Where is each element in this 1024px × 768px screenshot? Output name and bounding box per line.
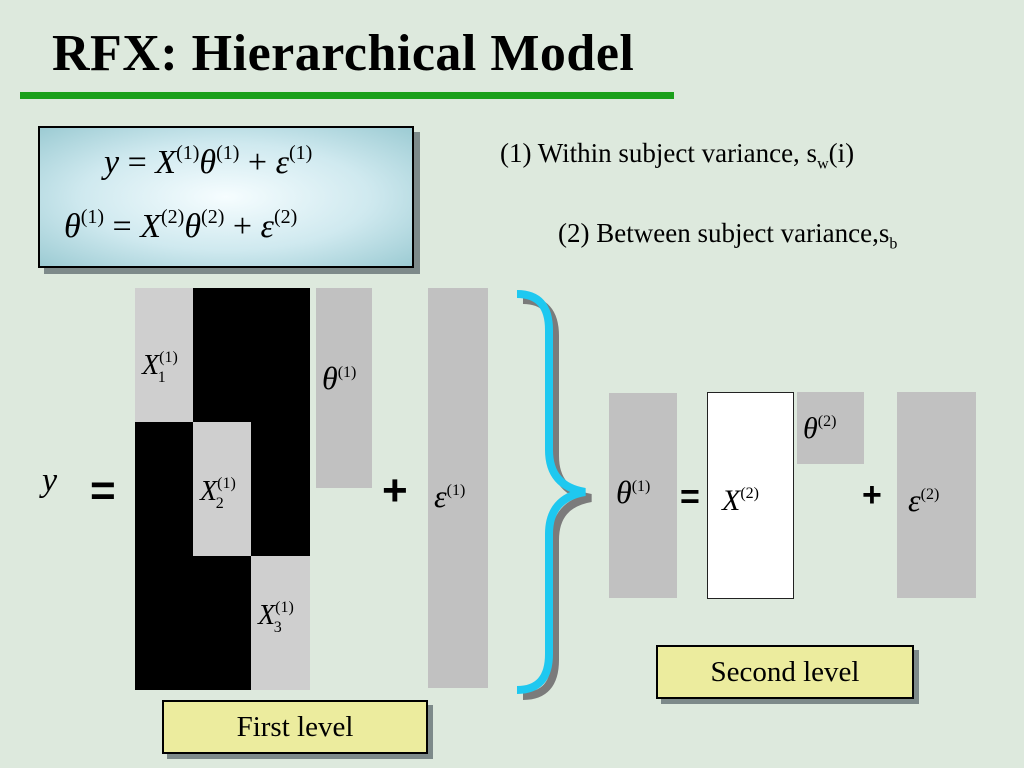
title-underline — [20, 92, 674, 99]
theta1-vector-second — [609, 393, 677, 598]
first-level-label: First level — [162, 700, 428, 754]
x2-label: X(2) — [722, 484, 759, 517]
curly-brace — [516, 290, 592, 700]
brace-path — [516, 290, 586, 694]
x1-subject3-label: X(1)3 — [258, 599, 294, 636]
epsilon2-vector — [897, 392, 976, 598]
between-subject-note: (2) Between subject variance,sb — [558, 218, 898, 253]
design-matrix-x2 — [707, 392, 794, 599]
plus-sign-second: + — [862, 476, 882, 514]
equation-first-level: y = X(1)θ(1) + ε(1) — [104, 142, 313, 181]
epsilon1-label: ε(1) — [434, 478, 466, 514]
second-level-label: Second level — [656, 645, 914, 699]
equals-sign-second: = — [680, 478, 700, 516]
theta2-vector — [797, 392, 864, 464]
slide-title: RFX: Hierarchical Model — [52, 25, 635, 82]
equation-second-level: θ(1) = X(2)θ(2) + ε(2) — [64, 206, 298, 245]
x1-subject2-label: X(1)2 — [200, 475, 236, 512]
equals-sign-first: = — [90, 466, 116, 515]
block-x1-2 — [193, 422, 251, 556]
block-x1-3 — [251, 556, 310, 690]
x1-subject1-label: X(1)1 — [142, 349, 178, 386]
y-label: y — [42, 462, 58, 499]
theta1-vector — [316, 288, 372, 488]
theta2-label: θ(2) — [803, 412, 837, 445]
theta1-second-label: θ(1) — [616, 474, 651, 510]
block-x1-1 — [135, 288, 193, 422]
theta1-label: θ(1) — [322, 360, 357, 396]
within-subject-note: (1) Within subject variance, sw(i) — [500, 138, 855, 173]
epsilon1-vector — [428, 288, 488, 688]
epsilon2-label: ε(2) — [908, 482, 940, 518]
equation-box: y = X(1)θ(1) + ε(1) θ(1) = X(2)θ(2) + ε(… — [38, 126, 414, 268]
plus-sign-first: + — [382, 466, 408, 515]
